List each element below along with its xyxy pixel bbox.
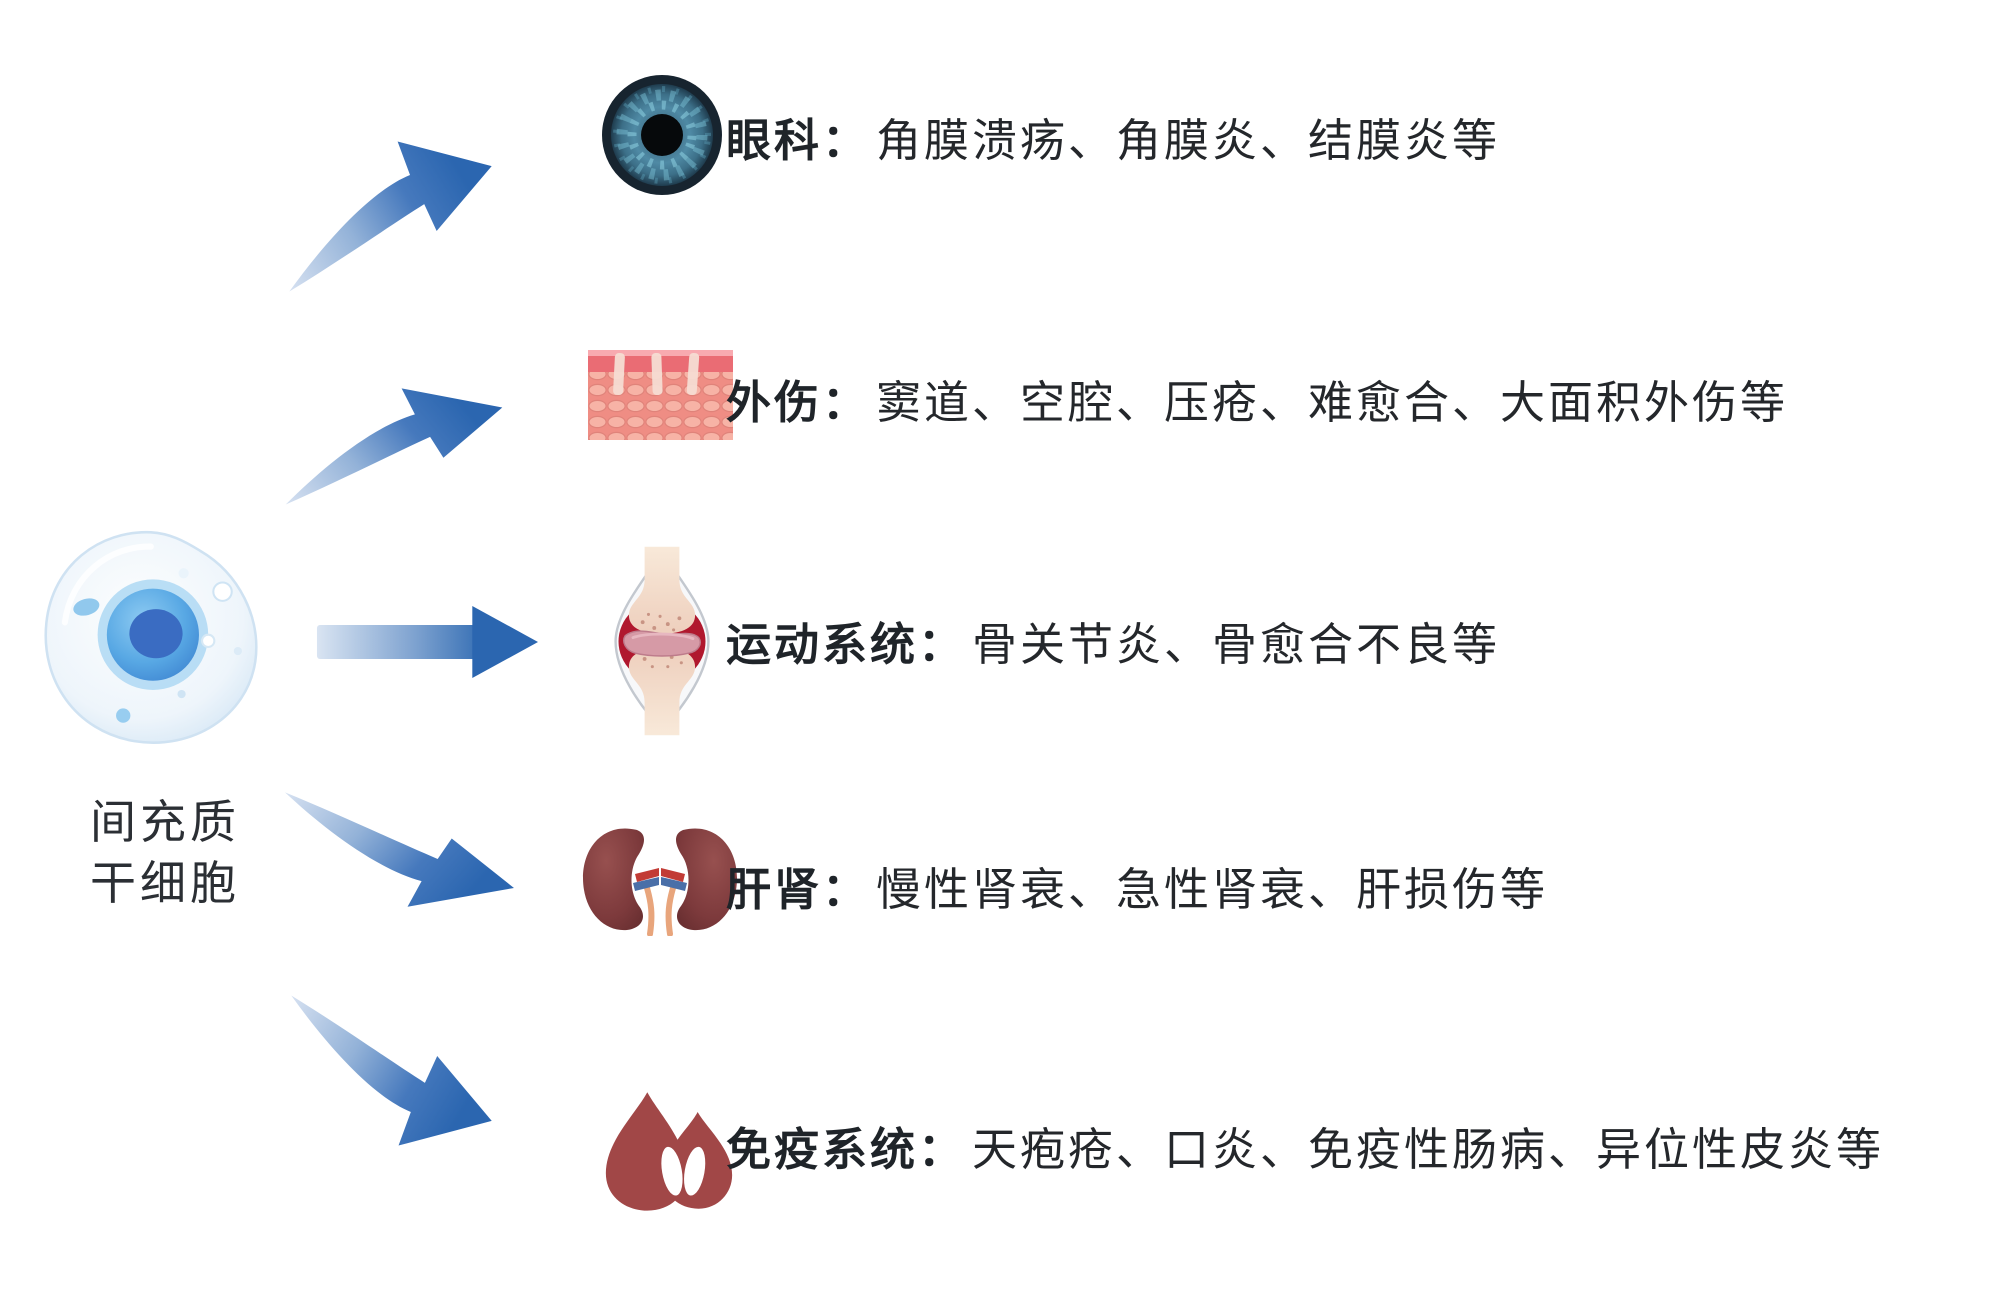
upper-bone	[628, 546, 696, 634]
row-detail: 角膜溃疡、角膜炎、结膜炎等	[876, 114, 1501, 166]
cell-nucleolus	[129, 609, 183, 659]
row-motor-system: 运动系统： 骨关节炎、骨愈合不良等	[726, 604, 1500, 676]
arrow-to-motor-system	[315, 604, 539, 680]
row-label: 肝肾：	[726, 863, 871, 915]
arrow-to-ophthalmology	[284, 128, 497, 296]
row-label: 眼科：	[726, 114, 871, 166]
knee-joint-icon	[604, 546, 720, 736]
stem-cell-graphic	[44, 531, 258, 744]
blood-cell-right	[684, 1146, 706, 1196]
row-detail: 慢性肾衰、急性肾衰、肝损伤等	[876, 863, 1549, 915]
right-kidney	[661, 828, 737, 936]
eye-iris-icon	[600, 74, 724, 196]
stem-cell-illustration	[28, 520, 284, 760]
row-label: 外伤：	[726, 376, 871, 428]
row-immune-system: 免疫系统： 天疱疮、口炎、免疫性肠病、异位性皮炎等	[726, 1109, 1884, 1181]
arrow-to-trauma	[280, 378, 508, 508]
eye-pupil	[641, 114, 683, 156]
blood-cell-left	[661, 1146, 683, 1196]
stem-cell-label-line1: 间充质	[90, 796, 240, 848]
row-label: 运动系统：	[726, 618, 967, 670]
arrow-to-liver-kidney	[279, 789, 520, 917]
hair-follicles	[613, 352, 700, 396]
stem-cell-label-line2: 干细胞	[90, 856, 240, 909]
left-kidney	[583, 828, 659, 936]
arrow-to-immune-system	[286, 991, 497, 1159]
row-detail: 骨关节炎、骨愈合不良等	[972, 618, 1501, 670]
row-ophthalmology: 眼科： 角膜溃疡、角膜炎、结膜炎等	[726, 100, 1500, 172]
skin-cross-section-icon	[588, 350, 733, 440]
blood-drop-icon	[596, 1086, 742, 1213]
lower-bone	[628, 648, 696, 736]
row-liver-kidney: 肝肾： 慢性肾衰、急性肾衰、肝损伤等	[726, 849, 1548, 921]
kidneys-icon	[577, 822, 743, 936]
row-detail: 天疱疮、口炎、免疫性肠病、异位性皮炎等	[972, 1123, 1885, 1175]
row-trauma: 外伤： 窦道、空腔、压疮、难愈合、大面积外伤等	[726, 362, 1788, 434]
row-label: 免疫系统：	[726, 1123, 967, 1175]
row-detail: 窦道、空腔、压疮、难愈合、大面积外伤等	[876, 376, 1789, 428]
stem-cell-label: 间充质 干细胞	[40, 792, 290, 913]
